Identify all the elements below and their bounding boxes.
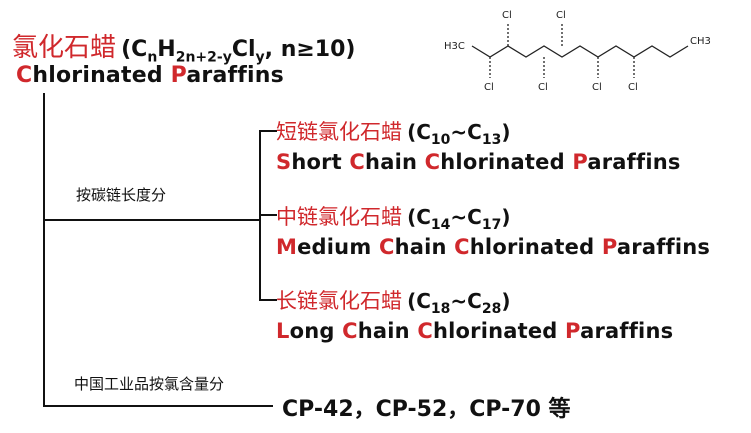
branch-industrial: [43, 405, 273, 407]
cl-label: Cl: [556, 10, 566, 21]
cl-label: Cl: [484, 82, 494, 93]
category-en: Short Chain Chlorinated Paraffins: [276, 150, 681, 174]
red-initial: P: [565, 319, 581, 343]
text-part: hlorinated: [469, 235, 602, 259]
text-part: hlorinated: [432, 319, 566, 343]
red-initial: P: [572, 150, 588, 174]
text-part: hlorinated: [32, 63, 171, 88]
red-initial: P: [601, 235, 617, 259]
title-en: Chlorinated Paraffins: [16, 63, 284, 88]
label-by-chlorine: 中国工业品按氯含量分: [74, 375, 225, 393]
category-en: Medium Chain Chlorinated Paraffins: [276, 235, 710, 259]
cl-label: Cl: [502, 10, 512, 21]
branch-length: [43, 219, 261, 221]
red-initial: P: [170, 63, 187, 88]
text-part: edium: [297, 235, 379, 259]
text-part: hain: [394, 235, 455, 259]
cl-label: Cl: [628, 82, 638, 93]
branch-medium: [259, 214, 277, 216]
h3c-label: H3C: [444, 41, 465, 52]
molecule-chain: [471, 45, 689, 58]
text-part: araffins: [587, 150, 681, 174]
text-part: hain: [365, 150, 425, 174]
ch3-label: CH3: [690, 36, 711, 47]
category-zh: 中链氯化石蜡: [276, 205, 402, 229]
title-formula: (CnH2n+2-yCly, n≥10): [121, 37, 356, 66]
text-part: hlorinated: [440, 150, 573, 174]
red-initial: C: [342, 319, 358, 343]
cl-label: Cl: [592, 82, 602, 93]
title-zh: 氯化石蜡: [12, 33, 117, 63]
category-zh: 长链氯化石蜡: [276, 289, 402, 313]
red-initial: L: [276, 319, 290, 343]
category-medium: 中链氯化石蜡 (C14~C17): [276, 205, 511, 233]
red-initial: S: [276, 150, 292, 174]
red-initial: M: [276, 235, 298, 259]
industrial-grades: CP-42，CP-52，CP-70 等: [282, 397, 571, 422]
category-en: Long Chain Chlorinated Paraffins: [276, 319, 673, 343]
text-part: araffins: [616, 235, 711, 259]
text-part: araffins: [186, 63, 284, 88]
text-part: ong: [289, 319, 343, 343]
main-trunk: [43, 93, 45, 407]
category-long: 长链氯化石蜡 (C18~C28): [276, 289, 511, 317]
red-initial: C: [417, 319, 433, 343]
text-part: hort: [291, 150, 350, 174]
category-zh: 短链氯化石蜡: [276, 120, 402, 144]
text-part: hain: [357, 319, 418, 343]
label-by-length: 按碳链长度分: [76, 186, 167, 204]
red-initial: C: [454, 235, 470, 259]
red-initial: C: [16, 63, 33, 88]
title-line: 氯化石蜡 (CnH2n+2-yCly, n≥10): [12, 27, 355, 65]
branch-short: [259, 130, 277, 132]
text-part: araffins: [580, 319, 674, 343]
red-initial: C: [349, 150, 366, 174]
cl-label: Cl: [538, 82, 548, 93]
branch-long: [259, 299, 277, 301]
category-short: 短链氯化石蜡 (C10~C13): [276, 120, 511, 148]
red-initial: C: [424, 150, 441, 174]
red-initial: C: [378, 235, 395, 259]
